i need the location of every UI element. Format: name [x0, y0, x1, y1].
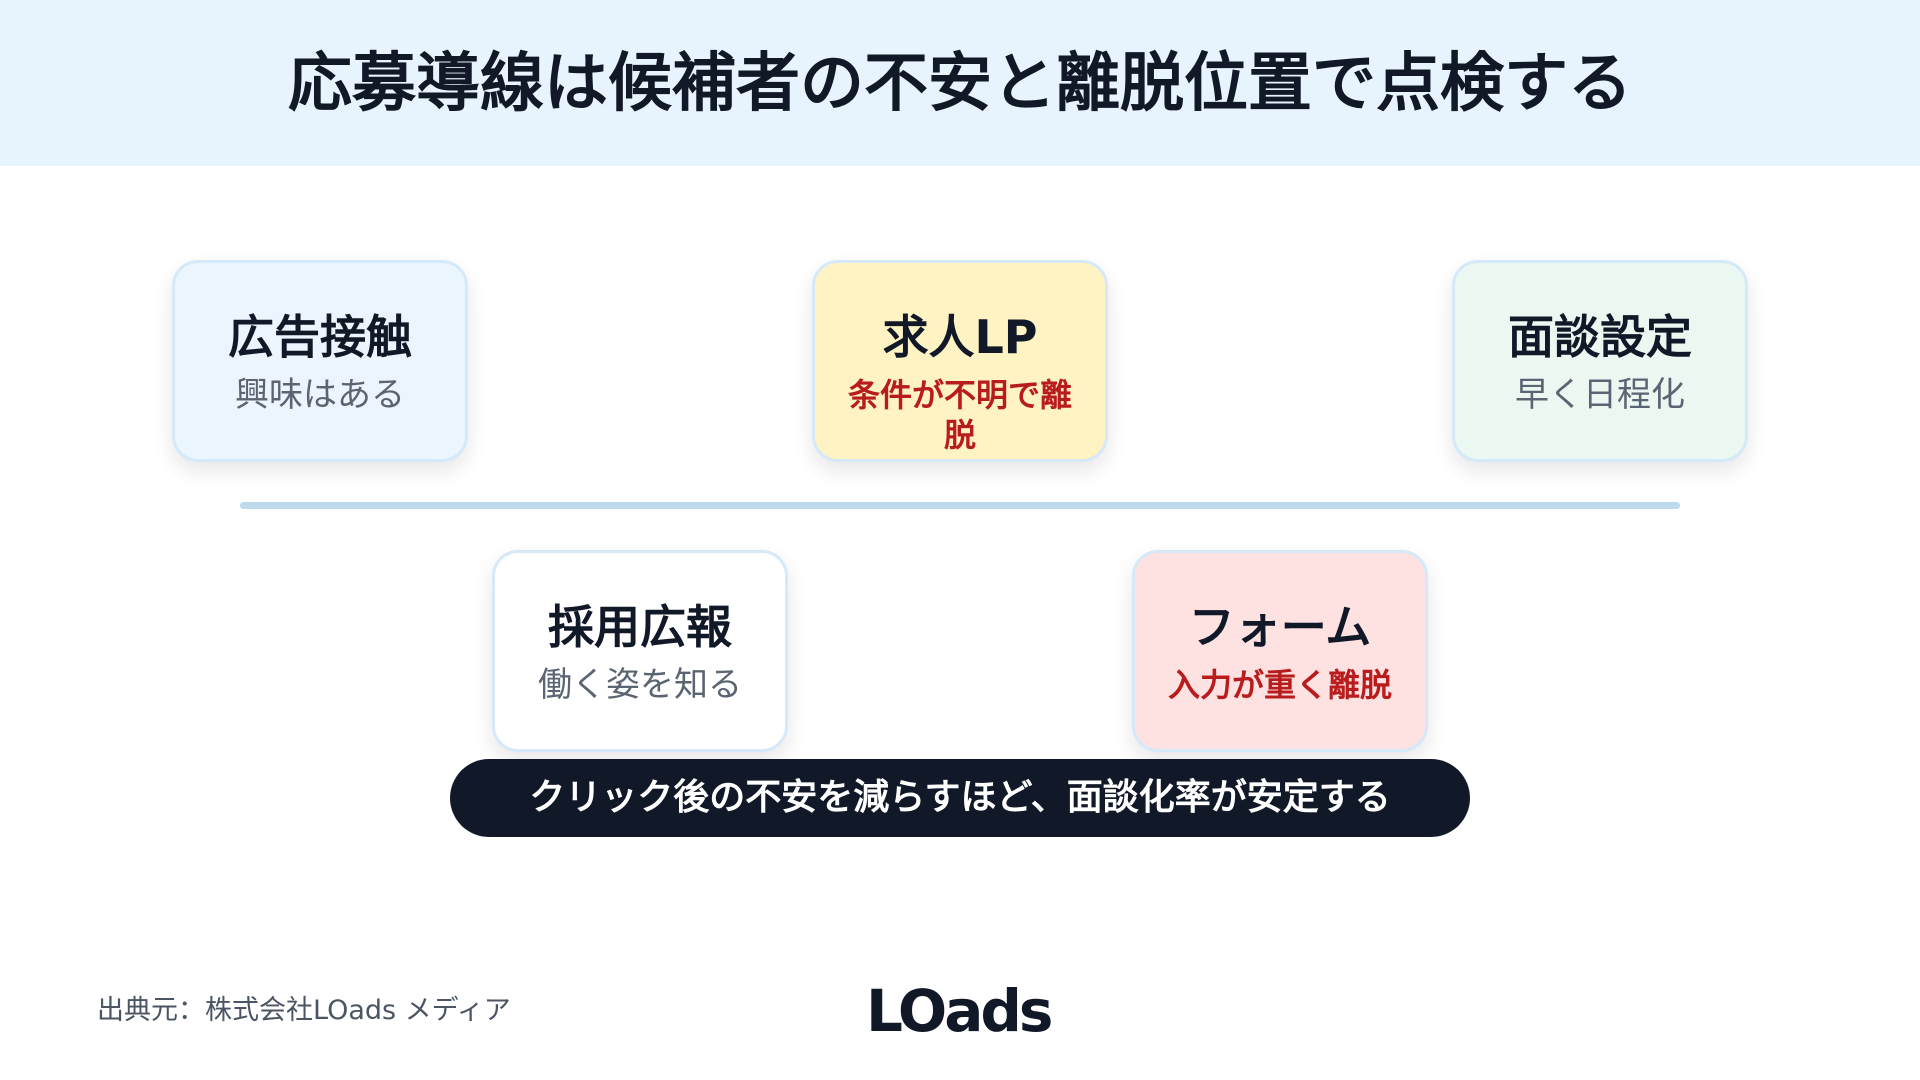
stage-description-ad-contact: 興味はある — [235, 375, 405, 415]
stage-description-form: 入力が重く離脱 — [1167, 666, 1392, 704]
stage-title-form: フォーム — [1188, 600, 1372, 654]
stage-card-ad-contact: 広告接触 興味はある — [172, 260, 468, 462]
stage-title-recruit-pr: 採用広報 — [548, 600, 732, 654]
header-band: 応募導線は候補者の不安と離脱位置で点検する — [0, 0, 1920, 166]
summary-pill: クリック後の不安を減らすほど、面談化率が安定する — [450, 759, 1470, 837]
stage-title-recruit-lp: 求人LP — [882, 310, 1038, 364]
stage-card-recruit-lp: 求人LP 条件が不明で離脱 — [812, 260, 1108, 462]
stage-description-interview-setting: 早く日程化 — [1515, 375, 1685, 415]
company-logo: LOads — [866, 977, 1053, 1045]
stage-card-recruit-pr: 採用広報 働く姿を知る — [492, 550, 788, 752]
stage-description-recruit-pr: 働く姿を知る — [538, 665, 742, 705]
flow-timeline — [240, 502, 1680, 509]
source-credit: 出典元：株式会社LOads メディア — [97, 995, 511, 1026]
stage-title-ad-contact: 広告接触 — [228, 310, 412, 364]
stage-description-recruit-lp: 条件が不明で離脱 — [847, 376, 1072, 454]
stage-card-interview-setting: 面談設定 早く日程化 — [1452, 260, 1748, 462]
page-title: 応募導線は候補者の不安と離脱位置で点検する — [288, 47, 1632, 121]
stage-card-form: フォーム 入力が重く離脱 — [1132, 550, 1428, 752]
stage-title-interview-setting: 面談設定 — [1508, 310, 1692, 364]
